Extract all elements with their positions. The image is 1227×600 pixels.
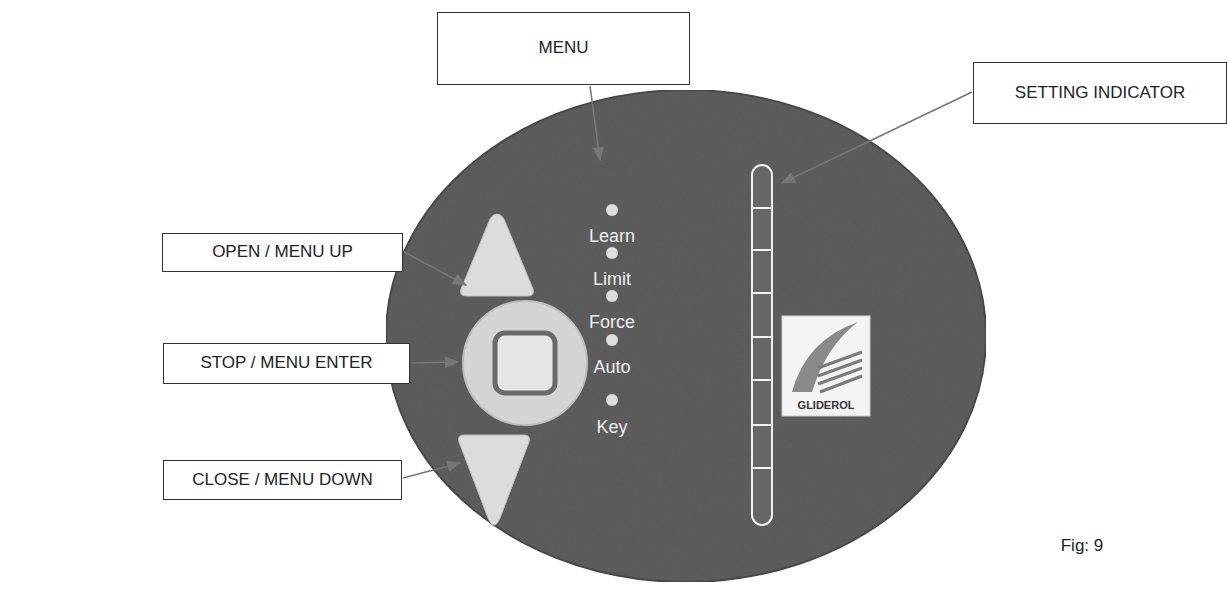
indicator-bar	[752, 165, 772, 525]
led-label: Learn	[589, 227, 635, 245]
logo-stripes	[818, 352, 862, 392]
stop-button	[463, 301, 587, 425]
led-label: Force	[589, 313, 635, 331]
figure-number: Fig: 9	[1061, 537, 1104, 554]
callout-text: OPEN / MENU UP	[212, 242, 353, 262]
led	[606, 204, 618, 216]
callout-text: SETTING INDICATOR	[1015, 83, 1185, 103]
led	[606, 290, 618, 302]
callout-box: STOP / MENU ENTER	[163, 343, 410, 384]
leader-arrow	[404, 252, 466, 285]
leader-arrow	[590, 86, 600, 160]
stop-square	[495, 333, 555, 393]
logo-text: GLIDEROL	[798, 400, 855, 411]
led	[606, 334, 618, 346]
led-label: Auto	[593, 358, 630, 376]
leader-arrow	[403, 463, 460, 478]
indicator-segments	[752, 208, 772, 468]
logo-plate	[782, 316, 870, 416]
callout-text: STOP / MENU ENTER	[200, 353, 372, 373]
led	[606, 247, 618, 259]
led	[606, 394, 618, 406]
led-label: Limit	[593, 270, 631, 288]
callout-text: MENU	[538, 38, 588, 58]
leader-arrows	[403, 86, 972, 478]
leader-arrow	[411, 362, 458, 363]
close-button	[459, 435, 530, 525]
callout-text: CLOSE / MENU DOWN	[192, 470, 372, 490]
panel-housing	[386, 90, 986, 582]
callout-box: MENU	[437, 12, 690, 85]
callout-box: SETTING INDICATOR	[973, 62, 1227, 124]
led-label: Key	[596, 418, 627, 436]
callout-box: OPEN / MENU UP	[162, 233, 403, 272]
open-button	[461, 214, 534, 296]
callout-box: CLOSE / MENU DOWN	[163, 460, 402, 500]
leader-arrow	[782, 92, 972, 183]
